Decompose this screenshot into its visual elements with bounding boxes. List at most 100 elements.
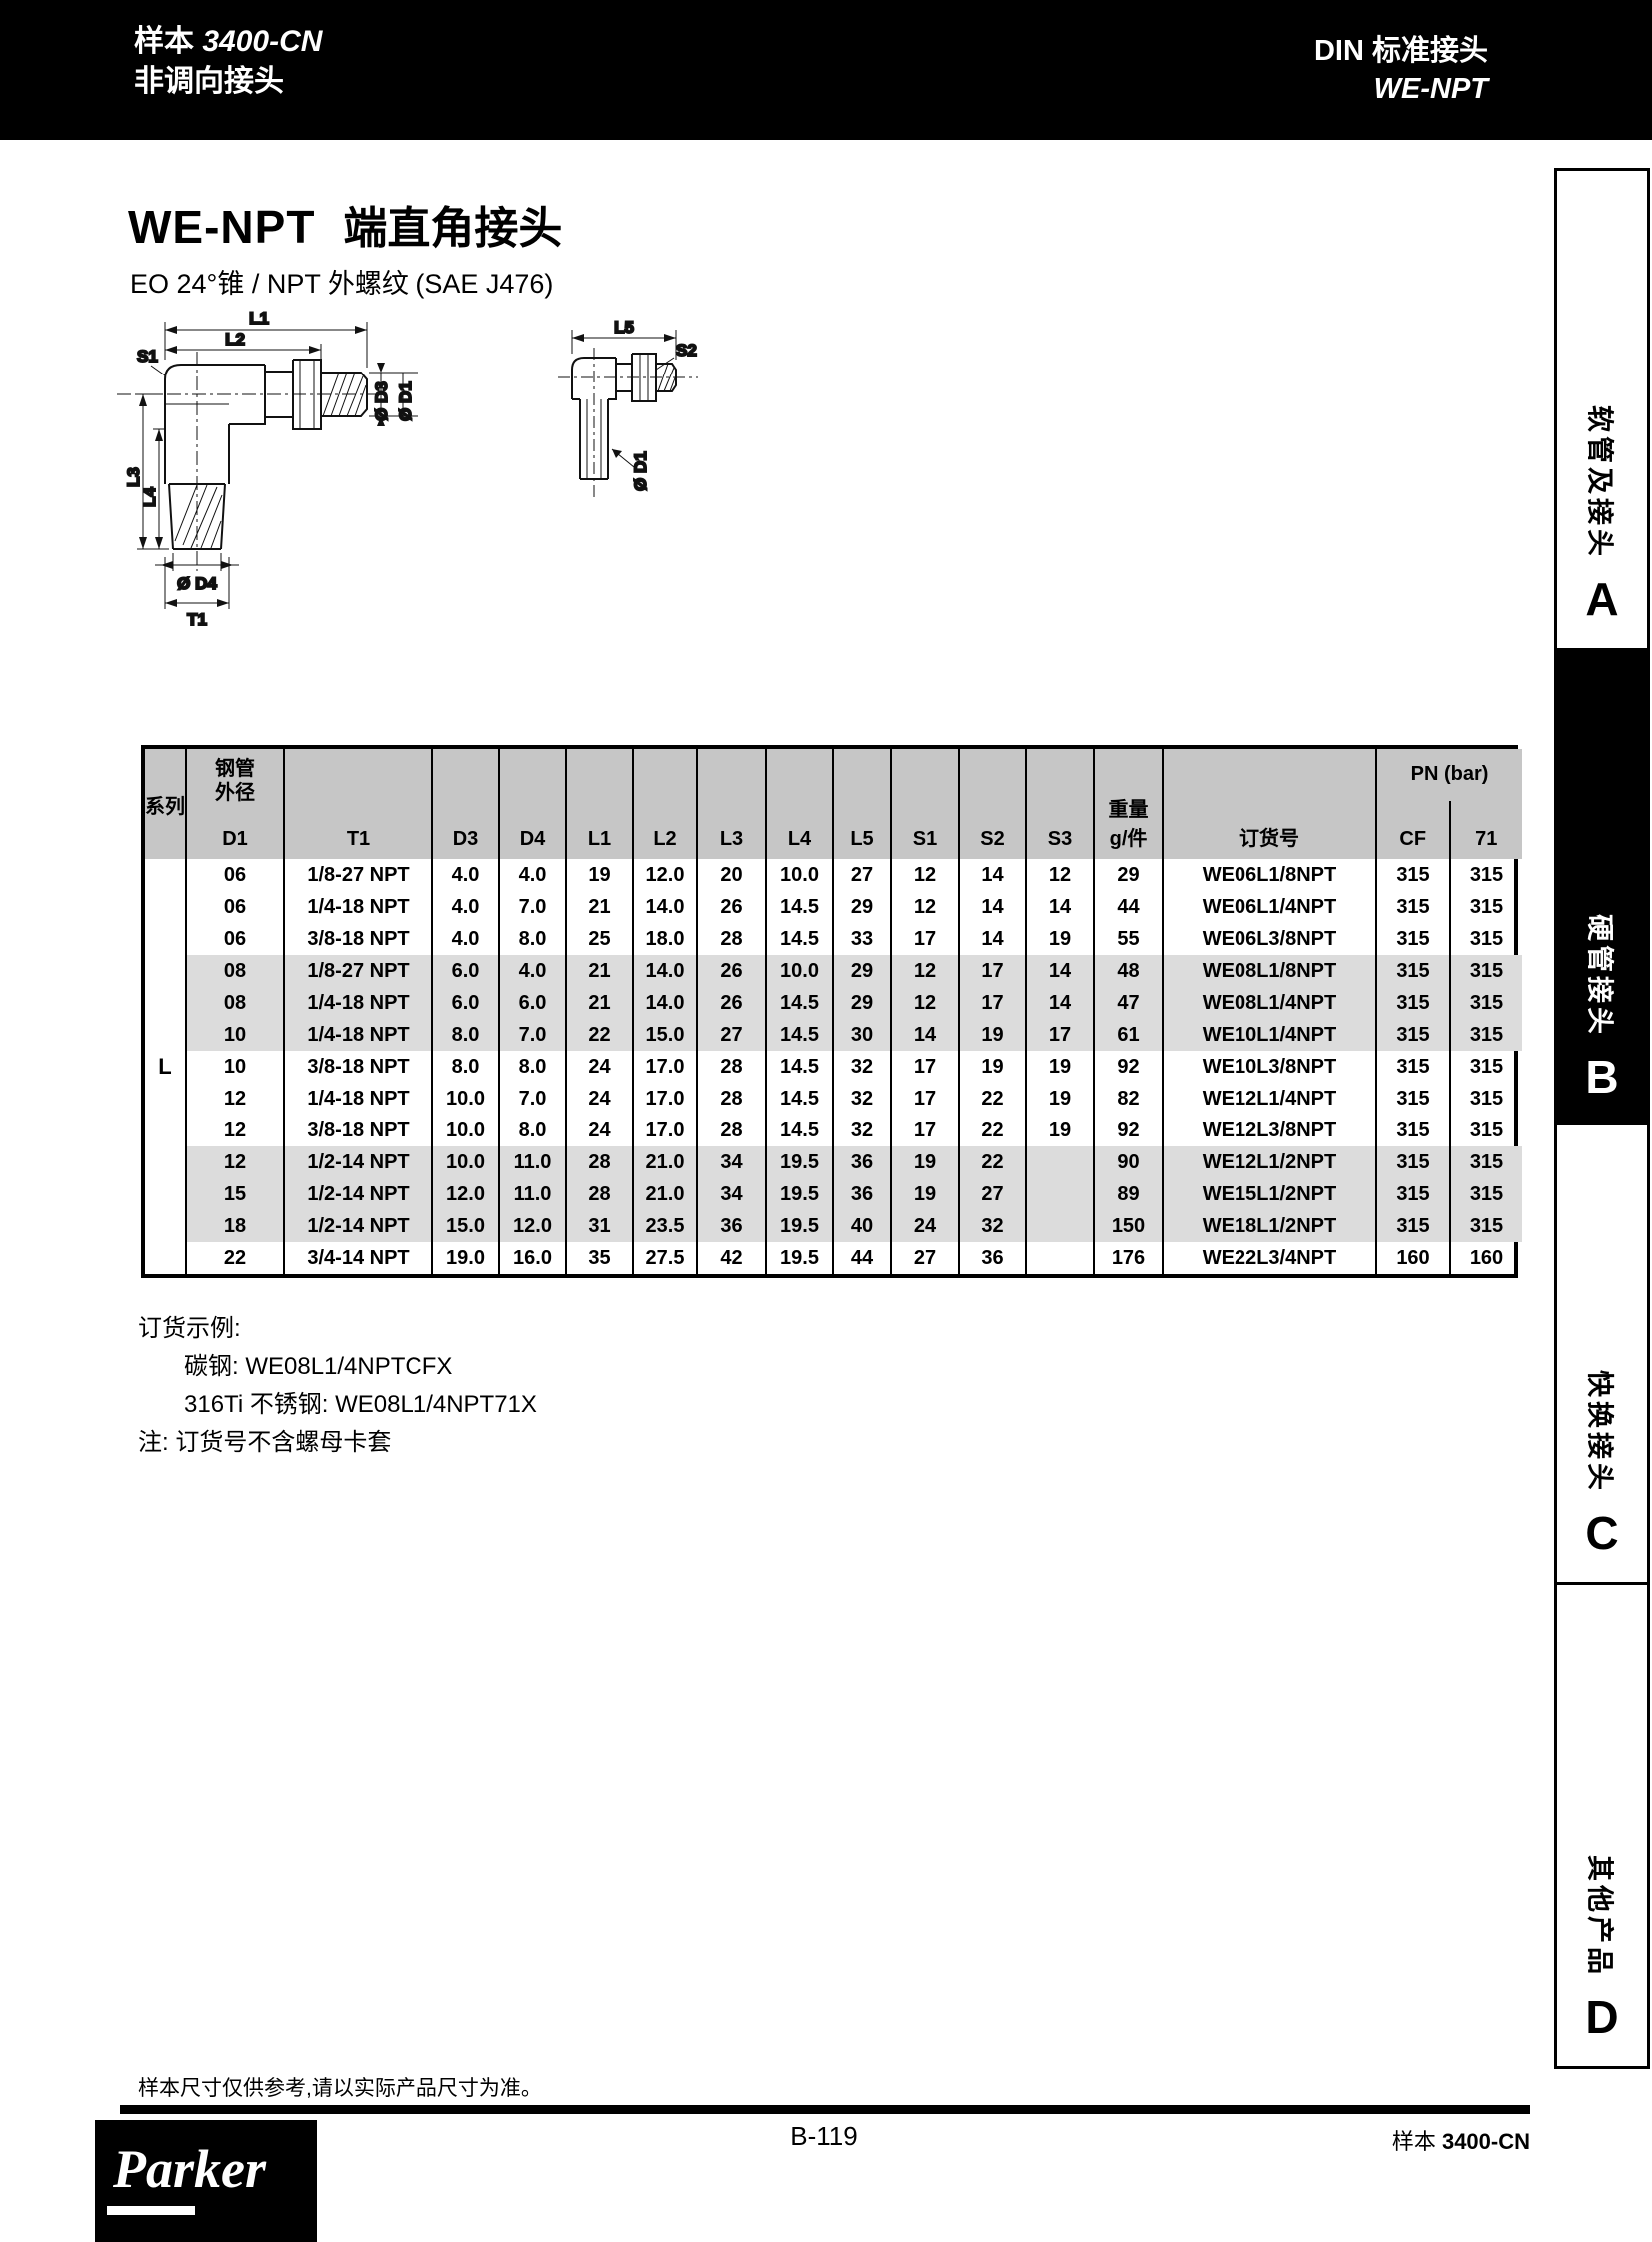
parker-logo-underline (107, 2206, 195, 2215)
table-cell: 28 (696, 1115, 766, 1146)
table-header-row: 系列 钢管外径 D1 T1 D3 D4 L1 L2 L3 L4 L5 (145, 749, 1523, 859)
table-cell: 10.0 (765, 955, 833, 987)
table-cell: 4.0 (431, 923, 499, 955)
table-cell: 08 (185, 987, 284, 1019)
table-cell: WE10L1/4NPT (1162, 1019, 1376, 1051)
col-header-l2: L2 (632, 749, 697, 859)
table-cell: 17.0 (632, 1051, 697, 1083)
table-cell: 32 (832, 1083, 891, 1115)
table-cell: 48 (1093, 955, 1163, 987)
parker-logo-text: Parker (113, 2139, 266, 2199)
table-cell: 21.0 (632, 1146, 697, 1178)
col-header-l3: L3 (696, 749, 766, 859)
table-cell: 61 (1093, 1019, 1163, 1051)
table-cell: 10.0 (765, 859, 833, 891)
dim-label-l5: L5 (614, 318, 634, 337)
table-cell: 31 (565, 1210, 633, 1242)
table-cell: 22 (958, 1146, 1026, 1178)
tab-other-products: 其他产品 D (1557, 1585, 1647, 2066)
header-section-line: 非调向接头 (134, 65, 284, 98)
table-cell: 8.0 (431, 1019, 499, 1051)
series-cell: L (145, 859, 186, 1274)
table-cell: 315 (1375, 891, 1450, 923)
table-cell: WE06L3/8NPT (1162, 923, 1376, 955)
table-cell: 92 (1093, 1051, 1163, 1083)
table-cell: 19.5 (765, 1178, 833, 1210)
table-cell: 19 (958, 1019, 1026, 1051)
table-cell: 29 (832, 987, 891, 1019)
table-cell: 34 (696, 1146, 766, 1178)
table-cell: 315 (1448, 1210, 1523, 1242)
table-cell: 28 (565, 1178, 633, 1210)
table-cell: 40 (832, 1210, 891, 1242)
dim-label-s1: S1 (137, 347, 158, 366)
table-cell: 21 (565, 955, 633, 987)
dim-label-l1: L1 (249, 309, 269, 328)
table-cell: 19 (1025, 923, 1094, 955)
col-header-cf: CF (1399, 828, 1427, 850)
table-cell: 15 (185, 1178, 284, 1210)
table-cell: 36 (832, 1178, 891, 1210)
table-cell: 06 (185, 923, 284, 955)
table-cell: 315 (1375, 1146, 1450, 1178)
table-cell: 27 (832, 859, 891, 891)
table-cell: 12 (890, 859, 959, 891)
table-cell: 92 (1093, 1115, 1163, 1146)
table-cell: 12.0 (498, 1210, 566, 1242)
table-cell: 17 (958, 955, 1026, 987)
table-cell: 35 (565, 1242, 633, 1274)
table-cell: 12.0 (632, 859, 697, 891)
table-cell: 29 (832, 955, 891, 987)
table-cell: 17 (958, 987, 1026, 1019)
tab-d-label: 其他产品 (1584, 1855, 1615, 1978)
table-cell: 315 (1448, 1083, 1523, 1115)
table-cell: 17 (890, 1115, 959, 1146)
table-cell: 160 (1448, 1242, 1523, 1274)
table-cell: WE22L3/4NPT (1162, 1242, 1376, 1274)
table-cell: 315 (1448, 1019, 1523, 1051)
table-cell: 42 (696, 1242, 766, 1274)
table-cell: 176 (1093, 1242, 1163, 1274)
table-cell: 8.0 (498, 1115, 566, 1146)
table-cell: 19 (890, 1146, 959, 1178)
title-cn: 端直角接头 (343, 204, 563, 253)
table-cell: 28 (696, 1083, 766, 1115)
table-cell: 10 (185, 1019, 284, 1051)
table-cell: 1/4-18 NPT (283, 1019, 432, 1051)
table-cell: 12 (890, 891, 959, 923)
col-header-l4: L4 (765, 749, 833, 859)
table-cell: 3/8-18 NPT (283, 1115, 432, 1146)
table-cell: 28 (696, 923, 766, 955)
table-cell: 1/2-14 NPT (283, 1146, 432, 1178)
table-cell: 19.5 (765, 1146, 833, 1178)
table-cell: 3/4-14 NPT (283, 1242, 432, 1274)
table-cell: 17 (890, 1083, 959, 1115)
table-cell: 89 (1093, 1178, 1163, 1210)
table-cell: 19 (565, 859, 633, 891)
col-header-tube-od: 钢管外径 D1 (185, 749, 284, 859)
table-cell: WE12L1/2NPT (1162, 1146, 1376, 1178)
table-cell: 90 (1093, 1146, 1163, 1178)
table-cell: 315 (1375, 1115, 1450, 1146)
tab-a-letter: A (1585, 573, 1619, 625)
table-cell (1025, 1242, 1094, 1274)
footer-catalog: 样本 3400-CN (1391, 2129, 1530, 2154)
col-header-s3: S3 (1025, 749, 1094, 859)
table-cell: 7.0 (498, 1083, 566, 1115)
table-cell: 23.5 (632, 1210, 697, 1242)
table-cell: 12 (185, 1115, 284, 1146)
title-series: WE-NPT (128, 201, 316, 253)
table-cell: 34 (696, 1178, 766, 1210)
table-cell: 10.0 (431, 1146, 499, 1178)
order-example-carbon: 碳钢: WE08L1/4NPTCFX (184, 1353, 453, 1380)
table-cell: 14 (958, 923, 1026, 955)
